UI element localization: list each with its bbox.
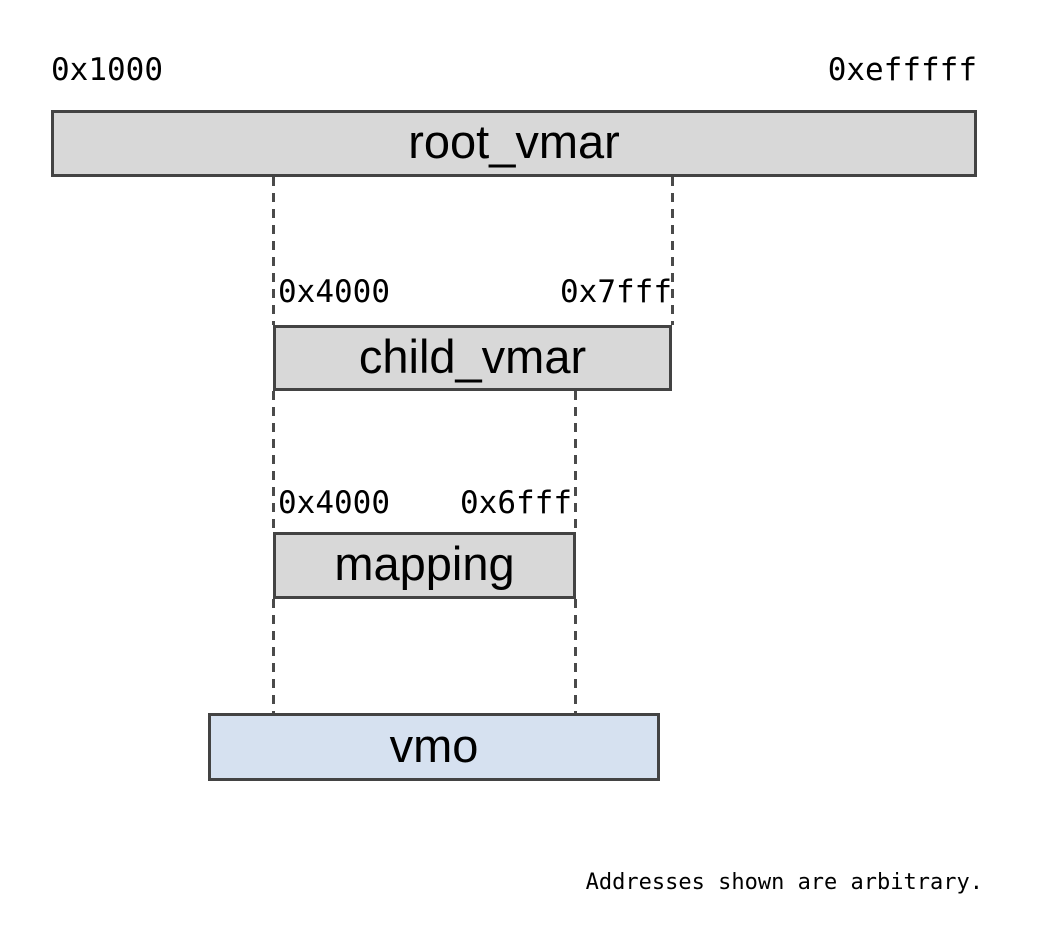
dashed-line-child-to-mapping-left (272, 391, 275, 532)
child-vmar-box: child_vmar (273, 325, 672, 391)
dashed-line-root-to-child-right (671, 177, 674, 325)
dashed-line-mapping-to-vmo-left (272, 599, 275, 713)
vmo-box: vmo (208, 713, 660, 781)
child-vmar-start-address: 0x4000 (278, 274, 390, 310)
root-vmar-address-row: 0x1000 0xefffff (51, 55, 977, 86)
child-vmar-end-address: 0x7fff (560, 274, 672, 310)
mapping-address-row: 0x4000 0x6fff (273, 488, 575, 519)
dashed-line-root-to-child-left (272, 177, 275, 325)
root-vmar-label: root_vmar (408, 115, 620, 168)
root-vmar-end-address: 0xefffff (827, 52, 977, 88)
root-vmar-start-address: 0x1000 (51, 52, 163, 88)
vmo-label: vmo (389, 718, 479, 772)
mapping-box: mapping (273, 532, 576, 599)
mapping-end-address: 0x6fff (460, 485, 572, 521)
dashed-line-child-to-mapping-right (574, 391, 577, 532)
mapping-label: mapping (334, 537, 515, 590)
footnote: Addresses shown are arbitrary. (585, 870, 983, 895)
child-vmar-label: child_vmar (358, 329, 587, 383)
root-vmar-box: root_vmar (51, 110, 977, 177)
dashed-line-mapping-to-vmo-right (574, 599, 577, 713)
child-vmar-address-row: 0x4000 0x7fff (273, 277, 672, 308)
mapping-start-address: 0x4000 (278, 485, 390, 521)
